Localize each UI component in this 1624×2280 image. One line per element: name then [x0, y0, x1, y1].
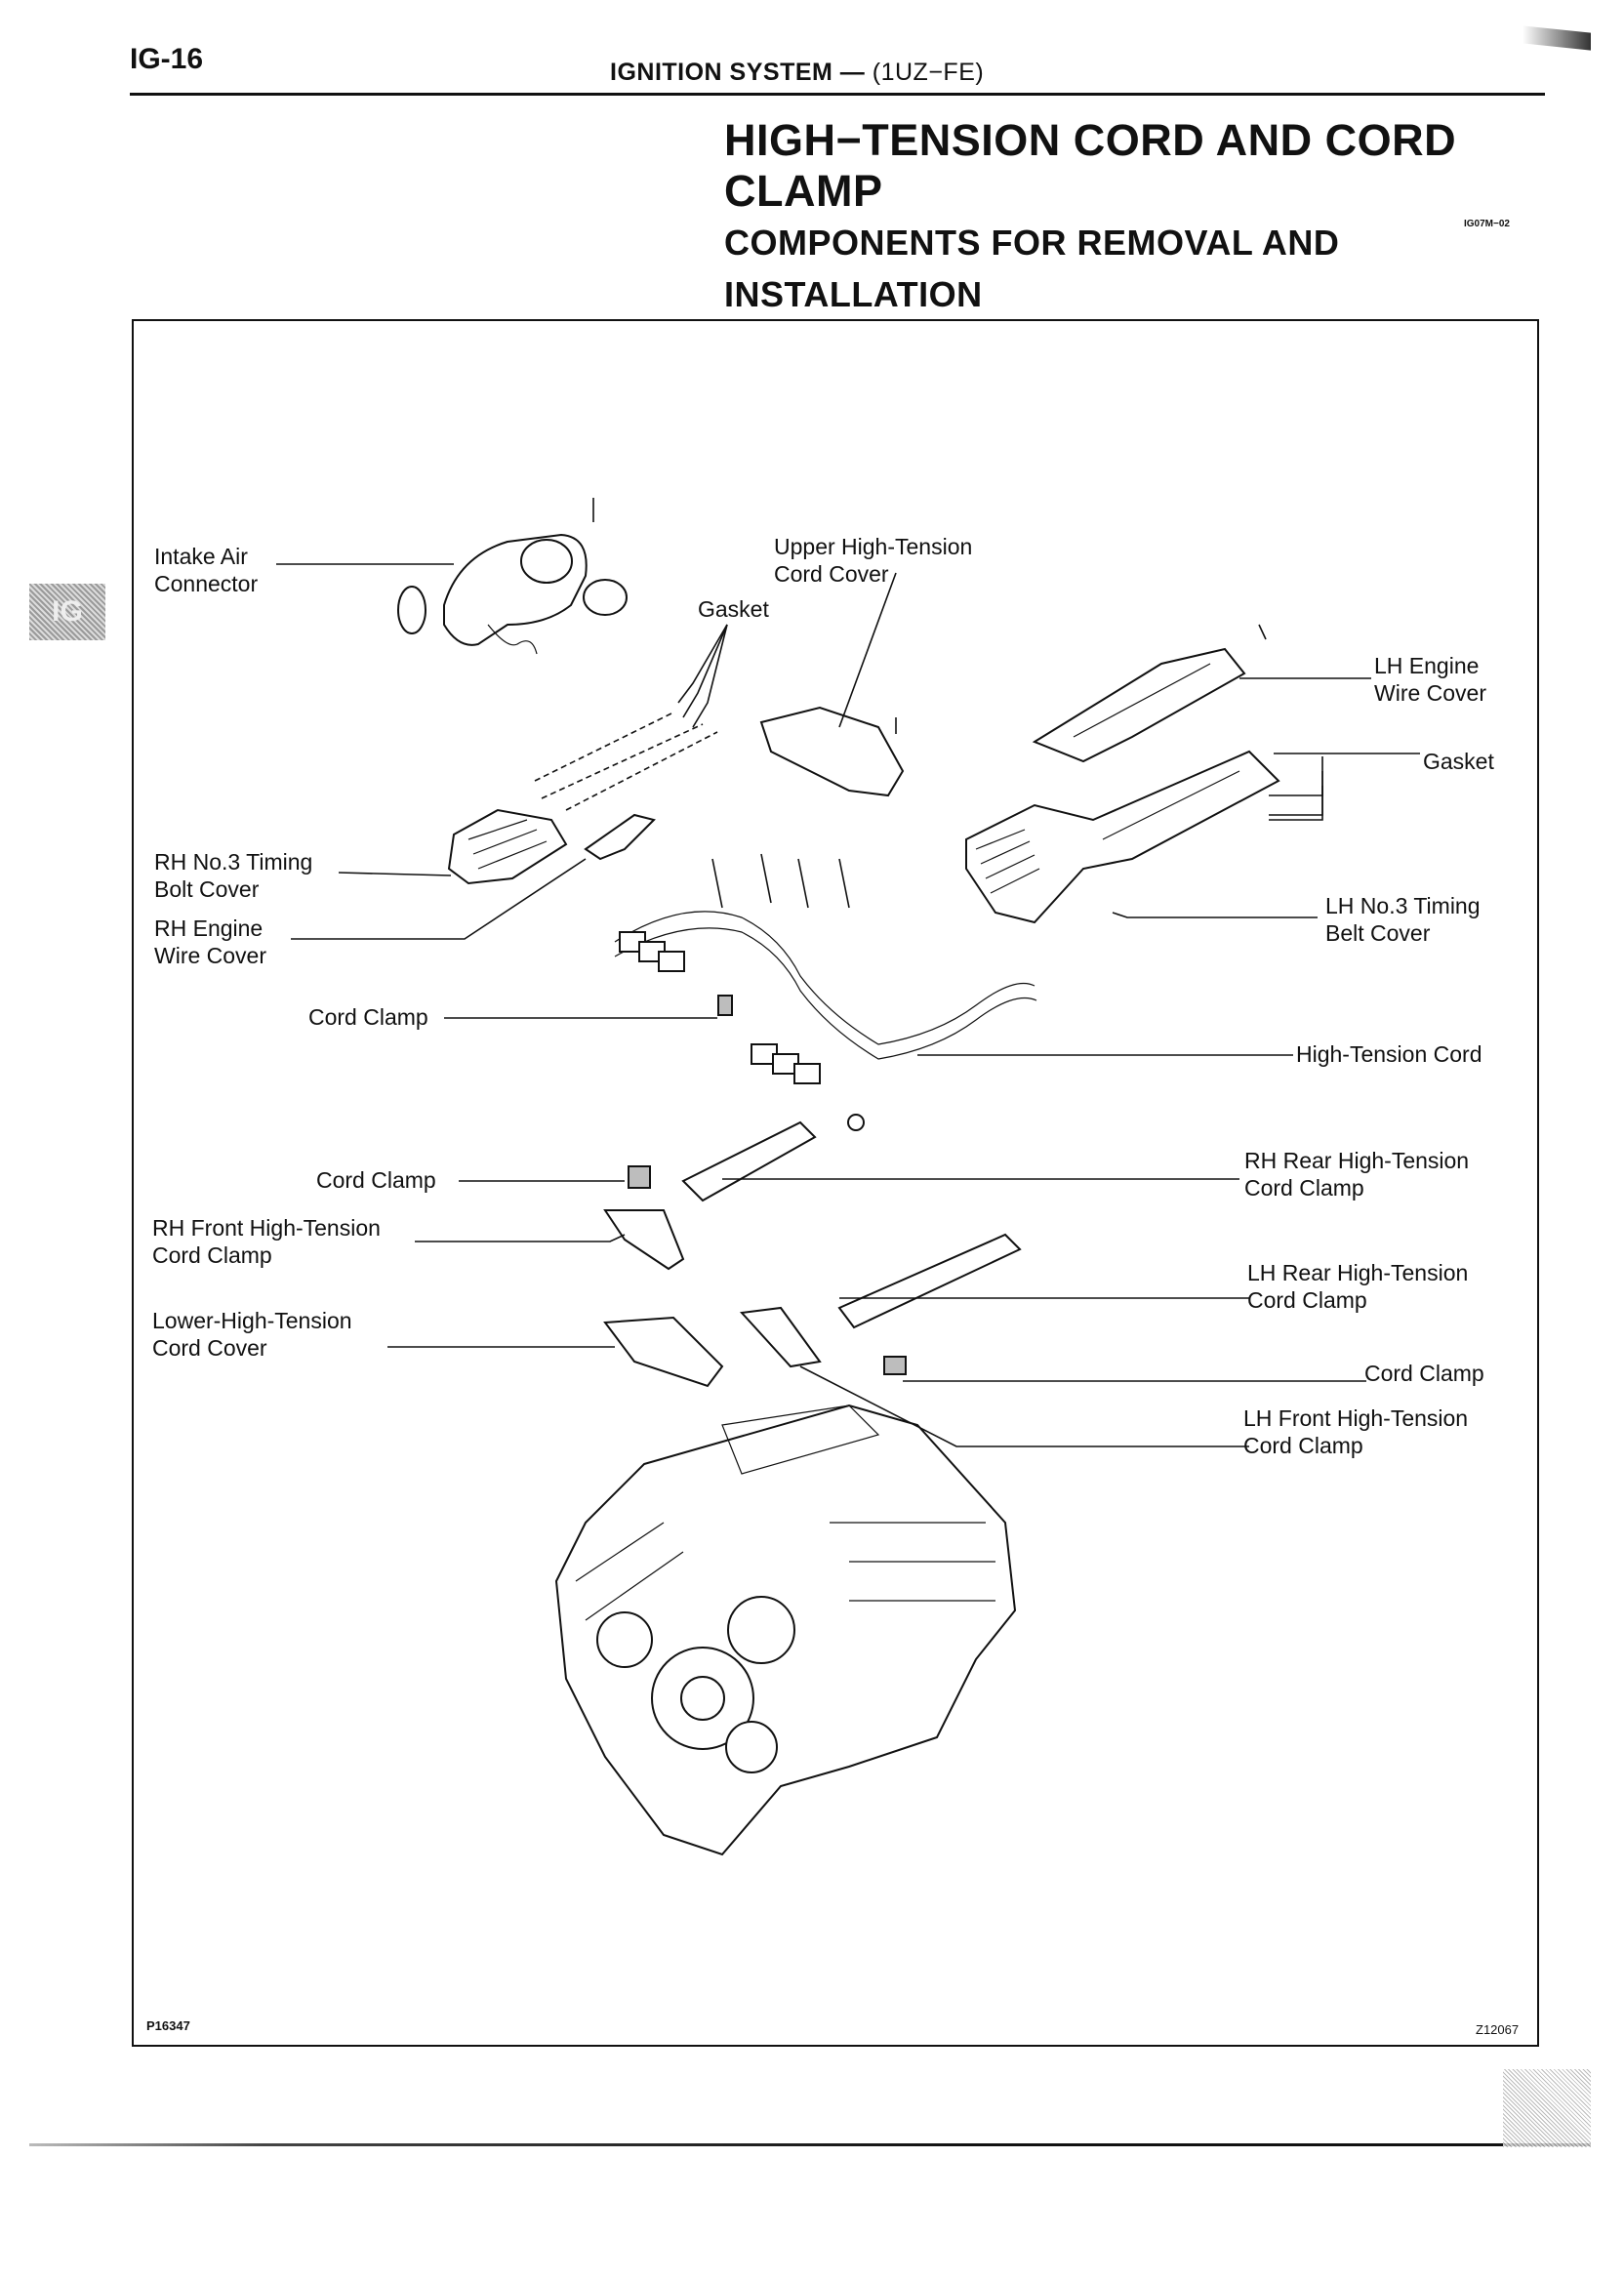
- label-intake-air-connector: Intake Air Connector: [154, 543, 258, 597]
- page-subtitle: COMPONENTS FOR REMOVAL AND INSTALLATION: [724, 223, 1340, 314]
- title-separator: —: [832, 59, 873, 86]
- figure-code-right: Z12067: [1476, 2022, 1520, 2037]
- label-rh-front-clamp: RH Front High-Tension Cord Clamp: [152, 1214, 381, 1269]
- label-gasket-right: Gasket: [1423, 749, 1494, 774]
- label-line: Belt Cover: [1325, 920, 1431, 946]
- label-line: Connector: [154, 571, 259, 596]
- label-rh-rear-clamp: RH Rear High-Tension Cord Clamp: [1244, 1147, 1469, 1201]
- label-lh-engine-wire-cover: LH Engine Wire Cover: [1374, 652, 1486, 707]
- engine-code: (1UZ−FE): [872, 59, 985, 86]
- gasket-strips-left: [534, 712, 718, 811]
- section-side-tab: IG: [29, 584, 105, 640]
- clamp-bracket-parts: [603, 1120, 1022, 1388]
- label-line: LH Engine: [1374, 653, 1480, 678]
- label-rh-no3-timing: RH No.3 Timing Bolt Cover: [154, 848, 312, 903]
- lh-engine-wire-cover-part: [1032, 624, 1267, 763]
- label-cord-clamp-3: Cord Clamp: [1364, 1361, 1484, 1386]
- header-rule: [130, 93, 1545, 96]
- intake-air-connector-part: [397, 498, 628, 655]
- label-line: Cord Cover: [774, 561, 889, 587]
- section-code: IG-16: [130, 43, 204, 75]
- label-line: Upper High-Tension: [774, 534, 973, 559]
- high-tension-cord-part: [614, 853, 1037, 1131]
- label-cord-clamp-1: Cord Clamp: [308, 1004, 428, 1030]
- label-line: Wire Cover: [1374, 680, 1487, 706]
- bottom-rule: [29, 2143, 1591, 2146]
- engine-assembly-part: [554, 1404, 1017, 1856]
- cord-clamp-parts: [628, 995, 907, 1375]
- label-line: LH Rear High-Tension: [1247, 1260, 1469, 1285]
- label-cord-clamp-2: Cord Clamp: [316, 1167, 436, 1193]
- label-line: Bolt Cover: [154, 876, 260, 902]
- label-lh-rear-clamp: LH Rear High-Tension Cord Clamp: [1247, 1259, 1468, 1314]
- label-line: Cord Clamp: [1244, 1175, 1364, 1201]
- label-line: Cord Cover: [152, 1335, 267, 1361]
- label-line: Wire Cover: [154, 943, 267, 968]
- label-lower-cord-cover: Lower-High-Tension Cord Cover: [152, 1307, 352, 1362]
- upper-cord-cover-part: [759, 706, 905, 797]
- label-line: Cord Clamp: [1243, 1433, 1363, 1458]
- figure-frame: [132, 319, 1539, 2047]
- reference-code: IG07M−02: [1464, 219, 1510, 229]
- label-line: Cord Clamp: [1247, 1287, 1367, 1313]
- side-tab-text: IG: [52, 595, 83, 628]
- label-line: RH Rear High-Tension: [1244, 1148, 1470, 1173]
- label-rh-engine-wire-cover: RH Engine Wire Cover: [154, 915, 266, 969]
- lh-timing-belt-cover-part: [965, 750, 1280, 924]
- label-line: LH No.3 Timing: [1325, 893, 1481, 918]
- rh-timing-cover-part: [447, 808, 568, 885]
- label-lh-front-clamp: LH Front High-Tension Cord Clamp: [1243, 1405, 1468, 1459]
- figure-code-left: P16347: [146, 2018, 190, 2033]
- label-line: RH Engine: [154, 916, 264, 941]
- label-line: Cord Clamp: [152, 1242, 272, 1268]
- label-line: RH No.3 Timing: [154, 849, 313, 875]
- page-title: HIGH−TENSION CORD AND CORD CLAMP: [724, 115, 1457, 216]
- label-upper-cord-cover: Upper High-Tension Cord Cover: [774, 533, 972, 588]
- section-title-text: IGNITION SYSTEM: [610, 59, 833, 86]
- label-gasket-top: Gasket: [698, 596, 769, 622]
- scan-speckle: [1503, 2069, 1591, 2147]
- label-high-tension-cord: High-Tension Cord: [1296, 1041, 1482, 1067]
- label-line: Lower-High-Tension: [152, 1308, 352, 1333]
- label-line: LH Front High-Tension: [1243, 1405, 1469, 1431]
- label-lh-no3-timing: LH No.3 Timing Belt Cover: [1325, 892, 1481, 947]
- leader-lines: [276, 563, 1420, 1447]
- rh-engine-wire-cover-part: [584, 813, 656, 861]
- label-line: Intake Air: [154, 544, 248, 569]
- label-line: RH Front High-Tension: [152, 1215, 381, 1241]
- section-title: IGNITION SYSTEM — (1UZ−FE): [610, 59, 984, 87]
